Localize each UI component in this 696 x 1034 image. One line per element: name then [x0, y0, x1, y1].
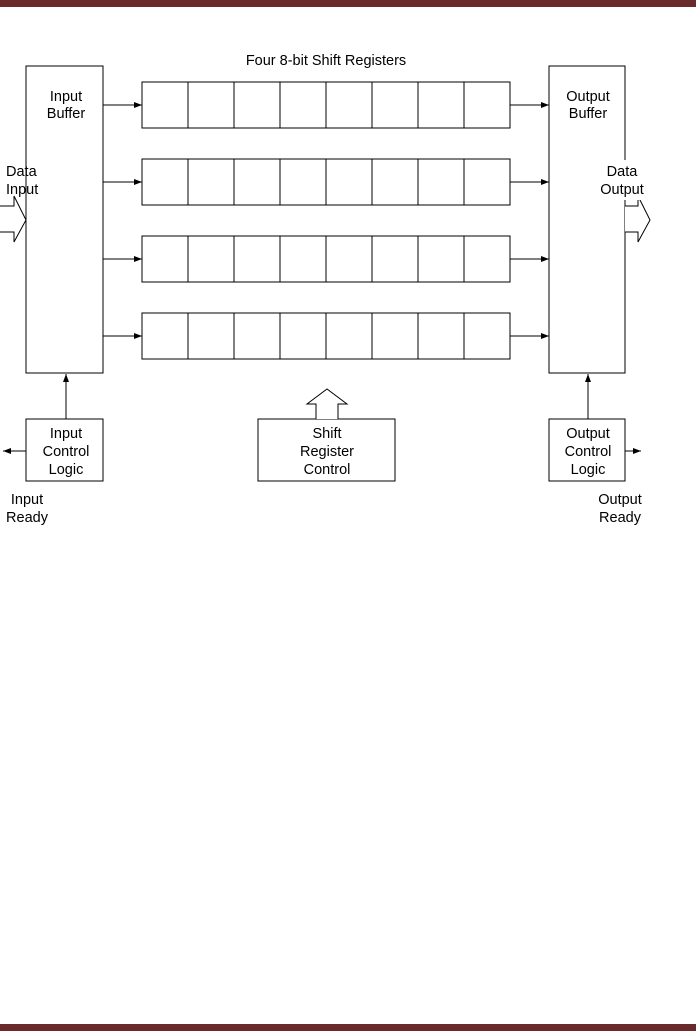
- register-cell: [463, 235, 511, 283]
- register-cell: [233, 312, 281, 360]
- register-arrows: [103, 102, 549, 339]
- input-control-logic-box: [25, 418, 104, 482]
- shift-register-1: [141, 81, 511, 129]
- register-cell: [325, 312, 373, 360]
- register-cell: [141, 81, 189, 129]
- shift-register-2: [141, 158, 511, 206]
- output-control-line1: Output: [566, 426, 610, 442]
- top-rule: [0, 0, 696, 7]
- input-control-line1: Input: [50, 426, 82, 442]
- register-cell: [325, 81, 373, 129]
- input-buffer-label-line2: Buffer: [47, 106, 86, 122]
- output-buffer-label-line1: Output: [566, 89, 610, 105]
- register-cell: [233, 81, 281, 129]
- output-control-logic-box: [548, 418, 626, 482]
- input-buffer-label-line1: Input: [50, 89, 82, 105]
- register-cell: [417, 312, 465, 360]
- register-cell: [371, 158, 419, 206]
- shift-register-3: [141, 235, 511, 283]
- data-input-label-line2: Input: [6, 182, 38, 198]
- shift-control-line3: Control: [304, 462, 351, 478]
- input-ready-label-line2: Ready: [6, 510, 49, 526]
- register-cell: [417, 81, 465, 129]
- output-buffer-label-line2: Buffer: [569, 106, 608, 122]
- register-cell: [233, 235, 281, 283]
- register-cell: [141, 235, 189, 283]
- output-control-line3: Logic: [571, 462, 606, 478]
- data-output-arrow: [625, 195, 651, 243]
- data-output-label-line1: Data: [607, 164, 639, 180]
- shift-control-hollow-arrow: [305, 388, 349, 419]
- output-ready-label-line2: Ready: [599, 510, 642, 526]
- register-cell: [417, 158, 465, 206]
- input-control-line3: Logic: [49, 462, 84, 478]
- register-cell: [141, 312, 189, 360]
- register-cell: [463, 158, 511, 206]
- register-cell: [141, 158, 189, 206]
- register-cell: [279, 81, 327, 129]
- register-cell: [279, 312, 327, 360]
- shift-register-4: [141, 312, 511, 360]
- shift-control-line1: Shift: [312, 426, 341, 442]
- register-cell: [279, 158, 327, 206]
- shift-control-line2: Register: [300, 444, 354, 460]
- input-control-line2: Control: [43, 444, 90, 460]
- register-cell: [371, 235, 419, 283]
- shift-registers: [141, 81, 511, 360]
- register-cell: [371, 81, 419, 129]
- register-cell: [371, 312, 419, 360]
- register-cell: [279, 235, 327, 283]
- register-cell: [463, 312, 511, 360]
- diagram-title: Four 8-bit Shift Registers: [246, 53, 406, 69]
- bottom-rule: [0, 1024, 696, 1031]
- output-ready-label-line1: Output: [598, 492, 642, 508]
- register-cell: [187, 81, 235, 129]
- register-cell: [187, 158, 235, 206]
- input-buffer-box: [25, 65, 104, 374]
- data-input-label-line1: Data: [6, 164, 38, 180]
- data-input-arrow: [0, 195, 27, 243]
- register-cell: [187, 312, 235, 360]
- register-cell: [325, 158, 373, 206]
- register-cell: [463, 81, 511, 129]
- output-buffer-box: [548, 65, 626, 374]
- register-cell: [187, 235, 235, 283]
- register-cell: [417, 235, 465, 283]
- register-cell: [233, 158, 281, 206]
- output-control-line2: Control: [565, 444, 612, 460]
- register-cell: [325, 235, 373, 283]
- data-output-label-line2: Output: [600, 182, 644, 198]
- input-ready-label-line1: Input: [11, 492, 43, 508]
